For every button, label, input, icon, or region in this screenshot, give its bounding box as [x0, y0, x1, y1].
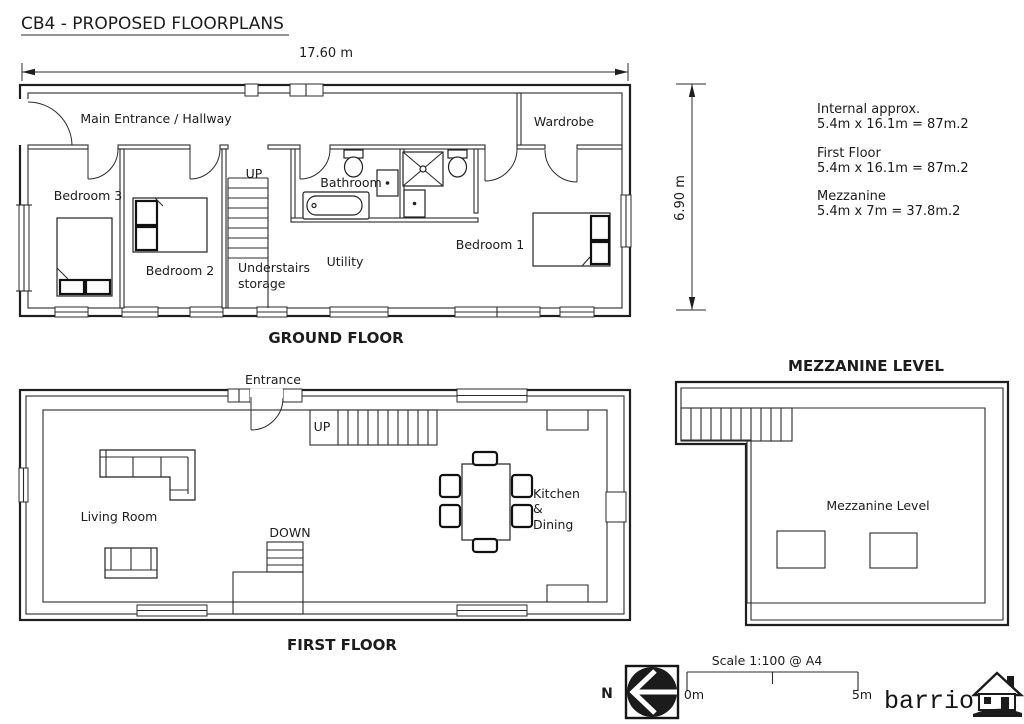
scale-label: Scale 1:100 @ A4 — [712, 653, 823, 668]
label-up-ff: UP — [314, 419, 331, 434]
first-floor-entrance-door — [250, 389, 284, 431]
bed-bedroom1 — [532, 212, 611, 267]
width-dimension-label: 17.60 m — [299, 46, 353, 61]
label-bedroom1: Bedroom 1 — [456, 237, 524, 252]
kitchen-notch — [546, 410, 589, 431]
note-mezzanine-value: 5.4m x 7m = 37.8m.2 — [817, 204, 960, 219]
north-label: N — [601, 686, 613, 702]
label-kitchen-1: Kitchen — [533, 486, 580, 501]
mezzanine-plan: MEZZANINE LEVEL Mezzanine Level — [674, 357, 1010, 627]
logo: barrio — [884, 671, 1024, 717]
sink — [403, 189, 426, 218]
mezzanine-caption: MEZZANINE LEVEL — [788, 357, 944, 375]
window — [18, 467, 29, 503]
window — [136, 604, 528, 617]
label-utility: Utility — [327, 254, 364, 269]
first-floor-stairs-up — [309, 409, 438, 446]
roof-void — [776, 530, 826, 569]
area-notes: Internal approx. 5.4m x 16.1m = 87m.2 Fi… — [817, 102, 969, 219]
note-internal-title: Internal approx. — [817, 102, 920, 117]
label-wardrobe: Wardrobe — [534, 114, 595, 129]
width-dimension: 17.60 m — [21, 46, 629, 81]
label-hallway: Main Entrance / Hallway — [80, 111, 232, 126]
windows-bottom — [54, 306, 595, 318]
first-floor-plan: Entrance UP Living Room DOWN Kitchen & D… — [18, 372, 632, 654]
label-bedroom3: Bedroom 3 — [54, 188, 122, 203]
label-bathroom: Bathroom — [320, 175, 381, 190]
house-icon — [971, 671, 1024, 717]
sink — [376, 169, 399, 197]
bed-bedroom2 — [132, 197, 208, 253]
entrance-door-arc — [27, 101, 73, 147]
door-arcs — [87, 148, 578, 183]
hallway-wall — [27, 144, 623, 150]
bathtub — [302, 191, 370, 220]
label-kitchen-2: & — [533, 501, 543, 516]
mezzanine-floor-edge — [746, 407, 986, 604]
window-bay — [605, 491, 627, 523]
label-mezzanine-level: Mezzanine Level — [826, 498, 929, 513]
bed-bedroom3 — [56, 217, 113, 297]
kitchen-notch — [546, 584, 589, 602]
window — [244, 83, 259, 97]
dining-table — [438, 450, 534, 554]
mezzanine-stairs — [680, 407, 793, 442]
first-floor-caption: FIRST FLOOR — [287, 636, 397, 654]
first-floor-stairs-down — [232, 541, 304, 615]
north-arrow: N — [601, 664, 680, 720]
corner-sofa — [99, 449, 196, 501]
interior-walls — [119, 92, 522, 309]
west-arrow-icon — [629, 669, 677, 715]
note-internal-value: 5.4m x 16.1m = 87m.2 — [817, 117, 969, 132]
scale-end-label: 5m — [852, 687, 872, 702]
label-down: DOWN — [269, 525, 310, 540]
window — [16, 204, 32, 292]
label-understairs-1: Understairs — [238, 260, 310, 275]
scale-start-label: 0m — [684, 687, 704, 702]
note-mezzanine-title: Mezzanine — [817, 189, 886, 204]
window — [620, 194, 632, 248]
label-bedroom2: Bedroom 2 — [146, 263, 214, 278]
toilet — [447, 149, 468, 178]
ground-floor-plan: Main Entrance / Hallway Wardrobe Bedroom… — [16, 83, 632, 347]
note-first-floor-value: 5.4m x 16.1m = 87m.2 — [817, 161, 969, 176]
label-up-gf: UP — [246, 166, 263, 181]
label-understairs-2: storage — [238, 276, 286, 291]
height-dimension: 6.90 m — [673, 83, 706, 311]
toilet — [343, 149, 364, 178]
scale-bar: Scale 1:100 @ A4 0m 5m — [684, 653, 872, 702]
ground-floor-caption: GROUND FLOOR — [268, 329, 404, 347]
entrance-opening — [18, 99, 29, 145]
page-title: CB4 - PROPOSED FLOORPLANS — [21, 14, 284, 34]
roof-void — [869, 532, 918, 569]
note-first-floor-title: First Floor — [817, 146, 881, 161]
height-dimension-label: 6.90 m — [673, 175, 688, 221]
label-entrance: Entrance — [245, 372, 301, 387]
shower — [402, 151, 444, 187]
label-kitchen-3: Dining — [533, 517, 573, 532]
label-living-room: Living Room — [81, 509, 158, 524]
small-sofa — [104, 547, 158, 579]
logo-text: barrio — [884, 687, 974, 716]
ground-floor-stairs — [227, 177, 269, 308]
